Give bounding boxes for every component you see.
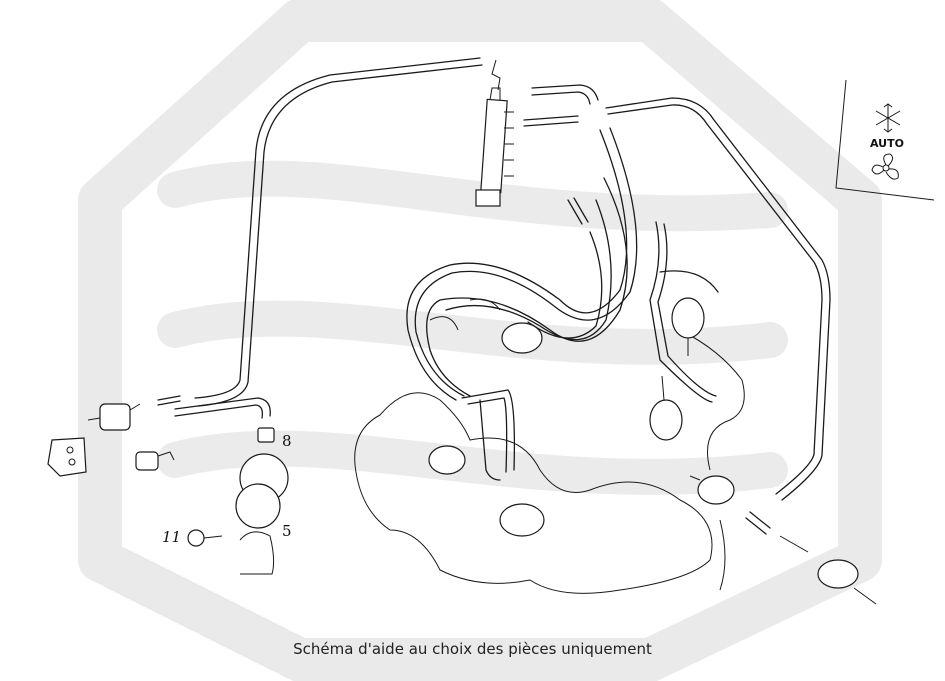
diagram-caption: Schéma d'aide au choix des pièces unique… <box>293 640 652 658</box>
vacuum-switch-valve <box>87 403 141 431</box>
mounting-bracket <box>47 437 87 477</box>
vacuum-hose-bundle <box>406 127 719 481</box>
vacuum-actuator-group <box>428 297 735 537</box>
vacuum-distributor-block <box>475 59 514 207</box>
watermark-logo <box>78 0 882 681</box>
fan-icon <box>871 153 899 180</box>
check-valve-chain <box>745 511 877 605</box>
engine-block-outline <box>354 298 745 594</box>
vacuum-hose-left-loop <box>194 57 483 407</box>
vacuum-hose-lower-left <box>157 395 271 419</box>
vacuum-hose-top-short <box>523 84 599 127</box>
climate-control-badge: AUTO <box>835 79 935 201</box>
callout-11: 11 <box>162 528 181 546</box>
mounting-screw <box>187 529 223 547</box>
callout-5: 5 <box>282 522 292 540</box>
callout-8: 8 <box>282 432 292 450</box>
vacuum-hose-right-loop <box>605 97 831 501</box>
auto-mode-label: AUTO <box>870 137 904 150</box>
snowflake-icon <box>875 103 901 133</box>
small-solenoid <box>135 451 175 471</box>
vacuum-reservoir <box>235 427 289 575</box>
